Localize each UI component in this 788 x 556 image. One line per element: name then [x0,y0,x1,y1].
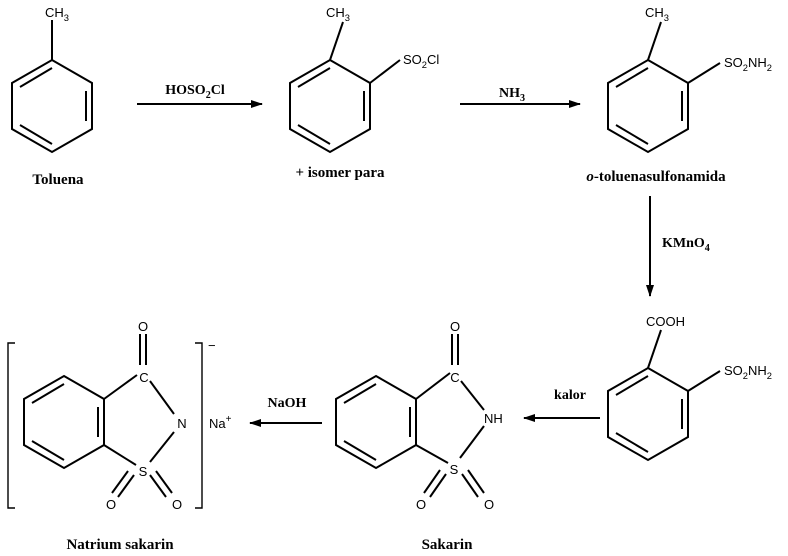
sakarin-s: S [450,462,459,477]
sulfonamide-name: o-toluenasulfonamida [586,169,726,185]
sulfonamide-group-label: SO2NH2 [724,55,772,73]
reagent-step3: KMnO4 [662,236,710,254]
sakarin-nh: NH [484,411,503,426]
natrium-sakarin-charge: − [208,338,216,353]
sodium-counter-ion: Na+ [209,414,232,431]
sulfonamide-structure: CH3 SO2NH2 [607,5,772,154]
natrium-sakarin-o-top: O [138,319,148,334]
acid-sulfonamide-group-label: SO2NH2 [724,363,772,381]
natrium-sakarin-s: S [139,464,148,479]
natrium-sakarin-c: C [139,370,148,385]
sulfonyl-chloride-group-label: SO2Cl [403,52,439,70]
reagent-step4: kalor [554,388,586,403]
sakarin-o-right: O [484,497,494,512]
sulfonyl-chloride-structure: CH3 SO2Cl [289,5,439,154]
acid-cooh-label: COOH [646,314,685,329]
toluene-methyl-label: CH3 [45,5,69,23]
isomer-para-note: + isomer para [295,165,385,181]
acid-structure: COOH SO2NH2 [607,314,772,462]
natrium-sakarin-name: Natrium sakarin [66,537,174,553]
reagent-step5: NaOH [268,396,307,411]
sakarin-structure: O C NH S O O [335,319,503,512]
sakarin-name: Sakarin [422,537,474,553]
reagent-step2: NH3 [499,86,525,104]
natrium-sakarin-o-right: O [172,497,182,512]
natrium-sakarin-structure: O C N S O O − Na+ [7,319,232,512]
natrium-sakarin-o-left: O [106,497,116,512]
natrium-sakarin-n: N [177,416,186,431]
toluene-structure: CH3 [11,5,93,154]
sakarin-c: C [450,370,459,385]
sulfonyl-chloride-methyl-label: CH3 [326,5,350,23]
sulfonamide-methyl-label: CH3 [645,5,669,23]
reagent-step1: HOSO2Cl [165,83,225,101]
sakarin-o-top: O [450,319,460,334]
toluene-name: Toluena [32,172,84,188]
sakarin-o-left: O [416,497,426,512]
